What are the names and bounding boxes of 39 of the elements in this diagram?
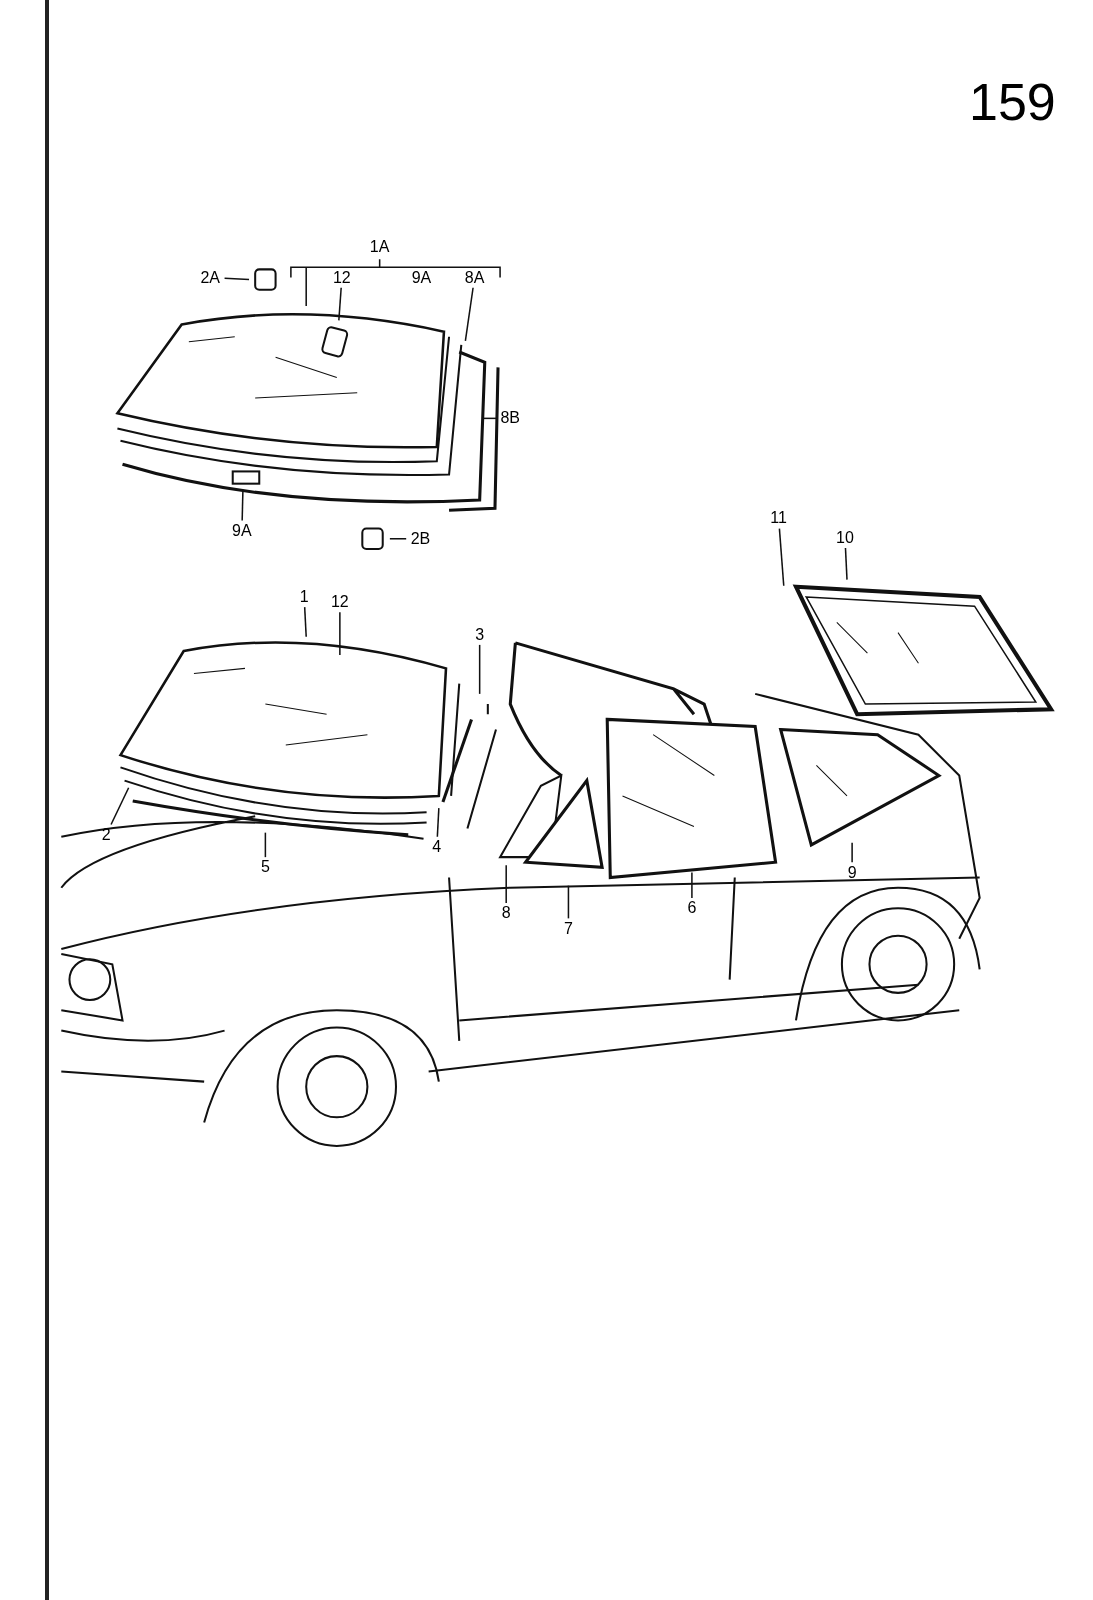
leader-line (778, 527, 785, 587)
callout-number: 12 (326, 267, 357, 288)
callout-number: 2A (195, 267, 226, 288)
leader-line (464, 287, 474, 342)
leader-line (303, 606, 307, 638)
leader-line (241, 489, 244, 522)
callout-number: 8B (495, 408, 526, 429)
leader-line (505, 864, 507, 904)
leader-line (110, 787, 130, 826)
leader-line (478, 644, 481, 695)
callout-number: 1A (368, 236, 391, 257)
leader-line (482, 417, 497, 420)
leader-line (389, 538, 407, 540)
callout-number: 11 (763, 508, 794, 529)
leader-line (436, 807, 440, 838)
leader-line (223, 277, 250, 281)
callout-number: 9 (837, 862, 868, 883)
leader-line (264, 831, 267, 858)
page-number: 159 (968, 72, 1057, 133)
callout-number: 12 (324, 592, 355, 613)
leader-line (339, 611, 341, 656)
leader-line (844, 547, 848, 581)
callout-number: 4 (421, 837, 452, 858)
callout-number: 8A (459, 267, 490, 288)
leader-line (691, 871, 693, 899)
callout-number: 5 (250, 857, 281, 878)
callout-number: 7 (553, 918, 584, 939)
callout-number: 9A (226, 520, 257, 541)
callout-number: 2 (91, 824, 122, 845)
callout-number: 8 (491, 903, 522, 924)
callout-number: 1 (289, 587, 320, 607)
callout-number: 6 (676, 898, 707, 919)
callout-number: 9A (410, 267, 433, 288)
callout-number: 2B (405, 528, 436, 549)
leader-line (567, 884, 570, 920)
leader-line (851, 842, 853, 863)
leader-line (338, 287, 342, 322)
callout-number: 10 (830, 527, 860, 548)
callout-number: 3 (464, 624, 495, 645)
